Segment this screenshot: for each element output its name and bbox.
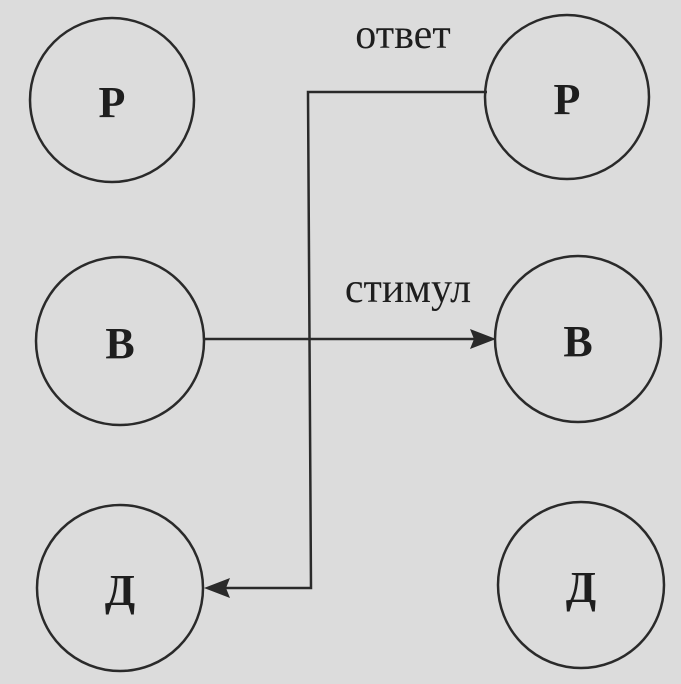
- response-line: [222, 90, 487, 590]
- left-node-top-letter: Р: [99, 78, 126, 127]
- left-node-middle: В: [34, 255, 206, 427]
- right-node-bottom-letter: Д: [566, 563, 596, 612]
- left-node-top: Р: [28, 16, 196, 184]
- left-node-middle-letter: В: [105, 319, 134, 368]
- stimulus-arrowhead-icon: [470, 329, 496, 349]
- left-node-middle-circle: [34, 255, 206, 427]
- response-label: ответ: [355, 12, 450, 58]
- right-node-top-circle: [483, 13, 651, 181]
- right-node-bottom: Д: [496, 500, 666, 670]
- right-node-middle-letter: В: [563, 317, 592, 366]
- right-node-top-letter: Р: [554, 75, 581, 124]
- right-node-bottom-circle: [496, 500, 666, 670]
- left-node-bottom-circle: [35, 503, 205, 673]
- left-node-top-circle: [28, 16, 196, 184]
- right-node-middle: В: [493, 254, 663, 424]
- response-edge: ответ: [204, 12, 487, 598]
- stimulus-edge: стимул: [204, 266, 496, 349]
- left-node-bottom-letter: Д: [105, 566, 135, 615]
- left-node-bottom: Д: [35, 503, 205, 673]
- right-node-top: Р: [483, 13, 651, 181]
- response-arrowhead-icon: [204, 578, 230, 598]
- stimulus-label: стимул: [345, 266, 471, 312]
